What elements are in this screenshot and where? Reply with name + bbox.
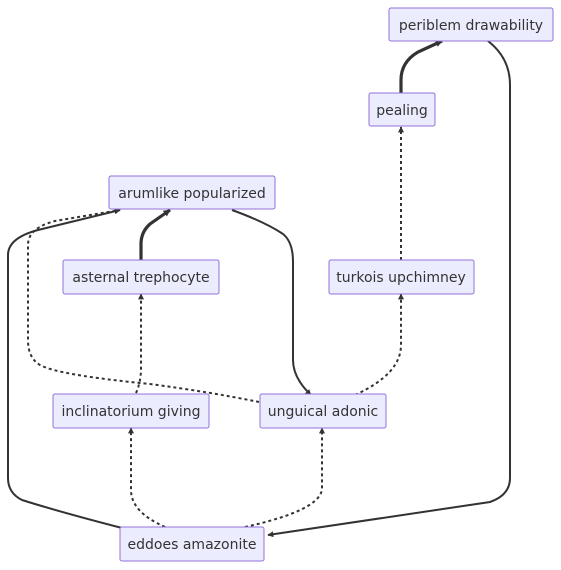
node-eddoes-amazonite[interactable]: eddoes amazonite xyxy=(119,526,265,562)
node-label: inclinatorium giving xyxy=(61,404,200,420)
edge-arumlike-to-unguical xyxy=(231,209,312,396)
node-label: pealing xyxy=(376,103,428,119)
node-pealing[interactable]: pealing xyxy=(368,92,436,127)
edge-asternal-to-arumlike xyxy=(139,208,171,260)
node-label: periblem drawability xyxy=(399,18,543,34)
edge-unguical-to-arumlike xyxy=(27,207,260,403)
edge-unguical-to-turkois xyxy=(354,293,404,396)
edge-pealing-to-periblem xyxy=(399,39,443,93)
edge-inclinatorium-to-asternal xyxy=(135,293,144,394)
nodes: periblem drawability pealing arumlike po… xyxy=(52,7,554,562)
node-label: unguical adonic xyxy=(268,404,379,420)
edge-periblem-to-eddoes xyxy=(267,40,511,538)
edge-eddoes-to-inclinatorium xyxy=(128,427,166,528)
node-label: eddoes amazonite xyxy=(128,537,257,553)
edge-eddoes-to-arumlike xyxy=(7,208,123,529)
node-asternal-trephocyte[interactable]: asternal trephocyte xyxy=(62,259,220,295)
node-label: asternal trephocyte xyxy=(72,270,209,286)
node-label: arumlike popularized xyxy=(118,186,265,202)
edges xyxy=(7,39,511,538)
node-label: turkois upchimney xyxy=(336,270,466,286)
node-unguical-adonic[interactable]: unguical adonic xyxy=(259,393,387,429)
node-inclinatorium-giving[interactable]: inclinatorium giving xyxy=(52,393,210,429)
node-arumlike-popularized[interactable]: arumlike popularized xyxy=(108,175,276,210)
node-turkois-upchimney[interactable]: turkois upchimney xyxy=(328,259,475,295)
node-periblem-drawability[interactable]: periblem drawability xyxy=(388,7,554,42)
edge-eddoes-to-unguical xyxy=(244,427,325,528)
